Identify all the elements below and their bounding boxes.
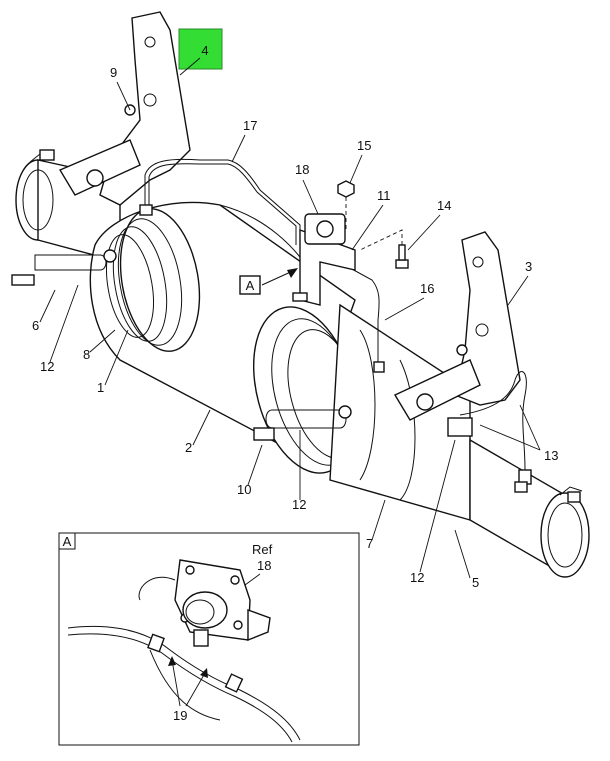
callout-3: 3	[525, 259, 532, 274]
clamp-wire-right	[253, 405, 352, 441]
inset-detail-a: A Ref 18 19	[58, 532, 360, 746]
view-a-marker-text: A	[246, 278, 255, 293]
outlet-pipe-right	[469, 438, 590, 578]
bracket-right	[394, 231, 521, 421]
callout-12-right: 12	[410, 570, 424, 585]
callout-10: 10	[237, 482, 251, 497]
view-a-marker: A	[239, 268, 298, 295]
callout-8: 8	[83, 347, 90, 362]
highlight-callout-box	[178, 28, 223, 70]
callout-2: 2	[185, 440, 192, 455]
sensor-bracket	[292, 213, 356, 306]
callout-7: 7	[366, 536, 373, 551]
sensor-tube	[144, 158, 301, 245]
nut	[337, 180, 355, 198]
callout-12-center: 12	[292, 497, 306, 512]
callout-17: 17	[243, 118, 257, 133]
scr-section	[252, 303, 471, 521]
callout-9: 9	[110, 65, 117, 80]
inset-ref-word: Ref	[252, 542, 273, 557]
callout-11: 11	[377, 188, 391, 203]
sensor-tube-right	[349, 267, 380, 365]
callout-14: 14	[437, 198, 451, 213]
callout-4: 4	[201, 43, 208, 58]
inset-tag: A	[63, 534, 72, 549]
callout-18: 18	[295, 162, 309, 177]
inset-ref-part: 18	[257, 558, 271, 573]
sensor-cables	[447, 371, 532, 493]
callout-13: 13	[544, 448, 558, 463]
callout-1: 1	[97, 380, 104, 395]
inset-callout-19: 19	[173, 708, 187, 723]
callout-16: 16	[420, 281, 434, 296]
bolt	[395, 244, 409, 269]
bracket-left	[58, 11, 191, 206]
callout-15: 15	[357, 138, 371, 153]
callout-5: 5	[472, 575, 479, 590]
clamp-wire-left	[11, 249, 117, 286]
callout-6: 6	[32, 318, 39, 333]
callout-12-left: 12	[40, 359, 54, 374]
